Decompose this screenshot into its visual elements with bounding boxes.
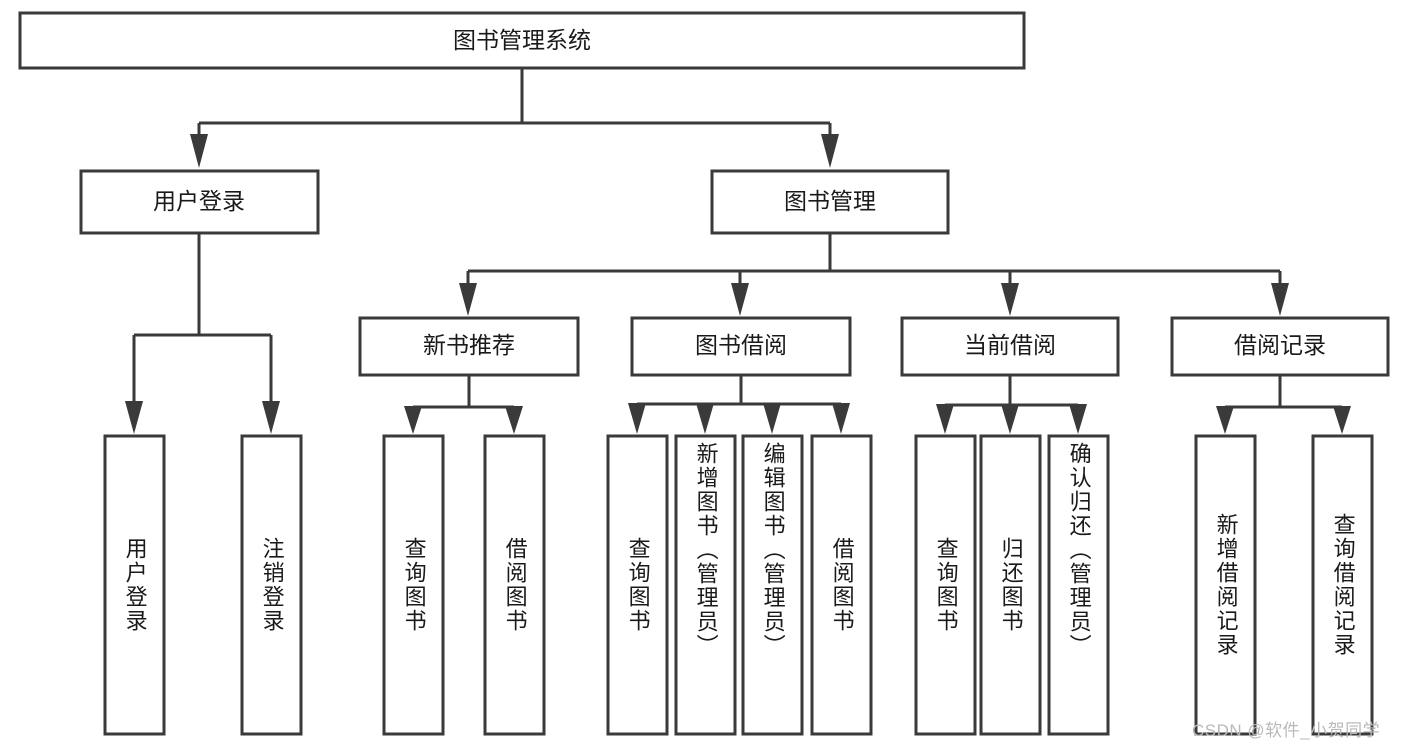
arrow-head-to-borrow-record (1271, 283, 1289, 316)
leaf-label-wrap-query-book-a: 查询图书 (384, 436, 443, 734)
leaf-label-add-book: 新增图书（管理员） (693, 442, 719, 658)
node-root-box[interactable] (18, 11, 1026, 70)
leaf-box-edit-book[interactable] (741, 434, 804, 736)
leaf-label-confirm-return: 确认归还（管理员） (1066, 442, 1092, 658)
leaf-box-add-book[interactable] (674, 434, 737, 736)
leaf-label-wrap-edit-book: 编辑图书（管理员） (743, 436, 802, 734)
csdn-watermark: CSDN @软件_小贺同学 (1192, 721, 1381, 740)
leaf-label-add-record: 新增借阅记录 (1213, 513, 1239, 657)
leaf-label-wrap-query-record: 查询借阅记录 (1313, 436, 1372, 734)
arrow-head-to-new-book (459, 283, 477, 316)
arrow-head-to-book-borrow (731, 283, 749, 316)
leaf-label-wrap-confirm-return: 确认归还（管理员） (1049, 436, 1108, 734)
arrow-head-to-leaf-borrow-book-b (832, 403, 850, 434)
arrow-head-to-leaf-query-book-c (936, 404, 954, 434)
leaf-box-query-record[interactable] (1311, 434, 1374, 736)
leaf-label-edit-book: 编辑图书（管理员） (760, 442, 786, 658)
leaf-box-query-book-c[interactable] (914, 434, 977, 736)
node-user-login-label: 用户登录 (153, 188, 245, 214)
arrow-head-to-book-mgmt (821, 134, 839, 168)
leaf-label-wrap-user-login: 用户登录 (105, 436, 164, 734)
leaf-label-wrap-add-record: 新增借阅记录 (1196, 436, 1255, 734)
leaf-box-logout[interactable] (240, 434, 303, 736)
node-book-borrow-box[interactable] (630, 316, 852, 377)
leaf-label-query-record: 查询借阅记录 (1330, 513, 1356, 657)
arrow-head-to-leaf-add-book (696, 403, 714, 434)
leaf-label-borrow-book-b: 借阅图书 (829, 537, 855, 633)
arrow-head-to-leaf-user-login (125, 401, 143, 434)
node-root-label: 图书管理系统 (453, 27, 591, 53)
arrow-head-to-leaf-logout (262, 401, 280, 434)
arrow-head-to-leaf-query-book-a (404, 406, 422, 434)
leaf-label-wrap-borrow-book-a: 借阅图书 (485, 436, 544, 734)
leaf-box-add-record[interactable] (1194, 434, 1257, 736)
node-new-book-label: 新书推荐 (423, 332, 515, 358)
leaf-label-return-book: 归还图书 (998, 537, 1024, 633)
node-current-borrow-box[interactable] (900, 316, 1120, 377)
arrow-head-to-user-login (190, 134, 208, 168)
leaf-label-wrap-return-book: 归还图书 (981, 436, 1040, 734)
leaf-label-wrap-add-book: 新增图书（管理员） (676, 436, 735, 734)
node-new-book-box[interactable] (358, 316, 580, 377)
leaf-box-query-book-a[interactable] (382, 434, 445, 736)
leaf-label-logout: 注销登录 (259, 537, 285, 633)
leaf-box-query-book-b[interactable] (606, 434, 669, 736)
node-book-borrow-label: 图书借阅 (695, 332, 787, 358)
node-book-mgmt-label: 图书管理 (784, 188, 876, 214)
arrow-head-to-leaf-add-record (1216, 406, 1234, 434)
leaf-box-borrow-book-a[interactable] (483, 434, 546, 736)
arrow-head-to-leaf-query-book-b (628, 403, 646, 434)
node-current-borrow-label: 当前借阅 (964, 332, 1056, 358)
arrow-head-to-current-borrow (1001, 283, 1019, 316)
leaf-box-borrow-book-b[interactable] (810, 434, 873, 736)
arrow-head-to-leaf-return-book (1001, 404, 1019, 434)
leaf-box-confirm-return[interactable] (1047, 434, 1110, 736)
leaf-label-wrap-query-book-c: 查询图书 (916, 436, 975, 734)
leaf-label-wrap-logout: 注销登录 (242, 436, 301, 734)
leaf-box-user-login[interactable] (103, 434, 166, 736)
leaf-label-query-book-b: 查询图书 (625, 537, 651, 633)
arrow-head-to-leaf-edit-book (763, 403, 781, 434)
arrow-head-to-leaf-borrow-book-a (505, 406, 523, 434)
leaf-label-wrap-query-book-b: 查询图书 (608, 436, 667, 734)
leaf-label-wrap-borrow-book-b: 借阅图书 (812, 436, 871, 734)
leaf-label-query-book-a: 查询图书 (401, 537, 427, 633)
leaf-box-return-book[interactable] (979, 434, 1042, 736)
arrow-head-to-leaf-confirm-return (1069, 404, 1087, 434)
leaf-label-user-login: 用户登录 (122, 537, 148, 633)
arrow-head-to-leaf-query-record (1333, 406, 1351, 434)
leaf-label-query-book-c: 查询图书 (933, 537, 959, 633)
leaf-label-borrow-book-a: 借阅图书 (502, 537, 528, 633)
node-borrow-record-label: 借阅记录 (1234, 332, 1326, 358)
